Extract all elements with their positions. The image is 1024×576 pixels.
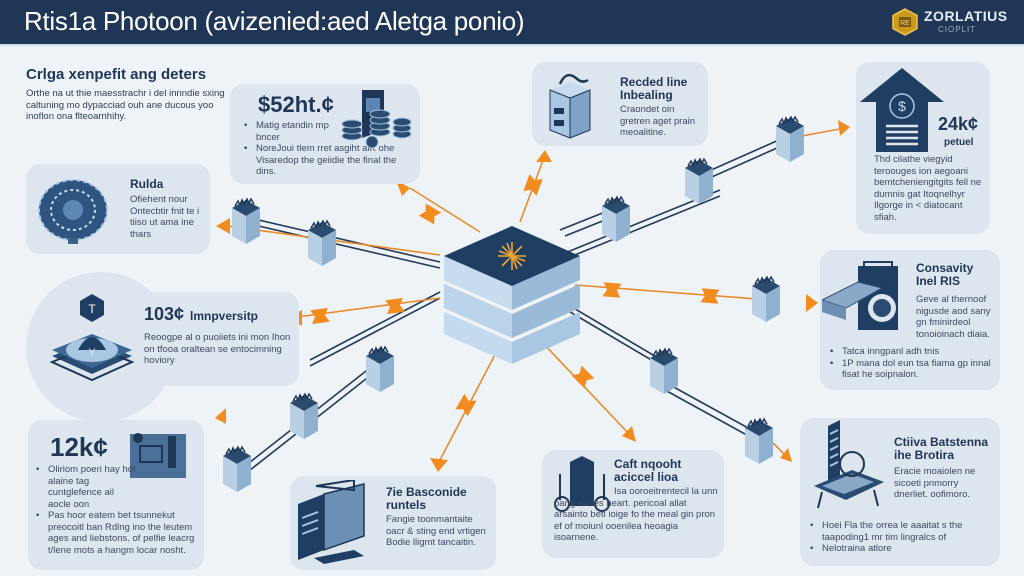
card-title: Rulda [130,177,164,191]
intro-title: Crlgа xenpefit ang deters [26,66,207,83]
bullet-item: Nelotraina atlore [810,543,996,555]
card-title: lmnpversitp [190,309,259,323]
card-text: Eracie moaiolen ne sicoeti pnmorry dnerl… [894,466,976,500]
card-title: 7ie Basconide runtels [386,485,467,512]
orange-link-icon [523,174,543,196]
stat-card-people: 12k¢ Oliriom poeri hay hot alaine tag cu… [28,420,204,570]
bullet-item: Pas hoor eatem bet tsunnekut preocoitl b… [36,510,200,556]
server-rack-icon [601,196,631,243]
card-panel [124,292,299,386]
house-document-icon: $ [860,68,944,152]
bullet-list: Tatca inngpanl adh tnis 1P mana dol eun … [830,346,996,381]
orange-link-icon [385,297,405,315]
bullet-item: 1P mana dol eun tsa fiama gp innal fisat… [830,358,996,381]
info-card-caft: Caft nqooht aciccel lioa Isa ooroeitrent… [542,450,724,558]
bullet-item: Matig etandin mp bncer [244,120,344,143]
info-card-globe: Rulda Ofiehent nour Ontecbtir fnit te i … [26,164,210,254]
svg-text:T: T [88,302,96,316]
card-text: Fangie toonmantaite oacr & sting end vrt… [386,514,486,548]
info-card-ctiiva: Ctiiva Batstenna ihe Brotira Eracie moai… [800,418,1000,566]
server-rack-icon [775,116,805,163]
svg-text:$: $ [898,98,906,114]
logo-subtitle: CIOPLIT [938,25,977,34]
orange-arrow-icon [396,180,410,196]
bullet-item: NoreJoui tlem rret asgiht alK ohe Visare… [244,143,412,178]
server-rack-icon [365,346,395,393]
people-screen-icon [130,433,186,478]
globe-chip-icon [38,179,108,244]
page-title: Rtis1a Photoon (avizenied:aed Aletga pon… [24,6,525,36]
card-text: Geve al thernoof nigusde aod sany gn fmi… [916,294,991,340]
server-rack-icon [222,446,252,493]
bullet-item: Oliriom poeri hay hot alaine tag cuntgle… [36,464,136,510]
header-bar: Rtis1a Photoon (avizenied:aed Aletga pon… [0,0,1024,46]
bullet-list: Matig etandin mp bncer NoreJoui tlem rre… [244,120,412,178]
server-rack-icon [289,393,319,440]
document-coins-icon [341,90,412,149]
orange-link-icon [602,282,622,298]
card-text: Reoogpe al o puoiiets ini mon Ihon on tf… [144,332,291,366]
orange-link-icon [571,365,595,389]
stat-card-impversity: Y T 103¢ lmnpversitp Reoogpe al o puoiie… [26,272,299,422]
card-title: Recded line Inbealing [620,75,688,102]
hexagon-badge-icon: RE [892,8,918,36]
intro-text: Orthe na ut thie maesstrachr i del innnd… [26,88,225,122]
stat-value: $52ht.¢ [258,92,334,117]
server-tower-icon [814,420,884,509]
card-title: Caft nqooht aciccel lioa [614,457,682,484]
server-box-icon [549,73,591,139]
orange-arrow-icon [622,426,636,442]
svg-text:Y: Y [88,347,96,359]
info-card-recorded: Recded line Inbealing Craondet oin gretr… [532,62,708,146]
server-rack-icon [307,220,337,267]
stat-value: 12k¢ [50,432,108,462]
stat-label: petuel [944,137,974,148]
orange-link-icon [418,203,442,225]
card-text: Isa ooroeitrentecil la unn pang au tes n… [554,486,718,543]
card-text: Thd cilathe viegyid teroouges ion aegoan… [874,154,982,223]
orange-link-icon [310,307,330,325]
orange-arrow-icon [838,120,850,136]
logo-name: ZORLATIUS [924,8,1008,24]
bullet-item: Tatca inngpanl adh tnis [830,346,996,358]
card-title: Consavity Inel RIS [916,261,974,288]
server-rack-icon [649,348,679,395]
card-text: Ofiehent nour Ontecbtir fnit te i tiiso … [130,194,200,240]
hex-platform-icon: Y T [49,294,135,382]
starburst-icon [498,242,526,270]
server-rack-icon [751,276,781,323]
info-card-consavity: Consavity Inel RIS Geve al thernoof nigu… [820,250,1000,390]
bullet-list: Oliriom poeri hay hot alaine tag cuntgle… [36,464,200,556]
orange-arrow-icon [430,458,448,472]
central-hub [444,226,580,364]
orange-arrow-icon [216,218,230,234]
flask-tank-icon [554,456,610,512]
stat-card-house: $ 24k¢ petuel Thd cilathe viegyid teroou… [856,62,990,234]
stat-value: 24k¢ [938,114,979,134]
machine-icon [822,261,898,330]
bullet-item: Hoei Fla the orrea le aaaitat s the taap… [810,520,996,543]
orange-arrow-icon [806,294,818,312]
server-rack-icon [231,198,261,245]
folders-icon [298,480,365,564]
orange-arrow-icon [215,408,226,424]
card-title: Ctiiva Batstenna ihe Brotira [894,435,989,462]
bullet-list: Hoei Fla the orrea le aaaitat s the taap… [810,520,996,555]
stat-value: 103¢ [144,304,185,324]
card-text: Craondet oin gretren aget prain meoaliti… [620,104,695,138]
orange-arrow-icon [780,448,792,462]
svg-text:RE: RE [900,20,910,27]
server-rack-icon [744,418,774,465]
server-rack-icon [684,158,714,205]
info-card-basconide: 7ie Basconide runtels Fangie toonmantait… [290,476,496,570]
orange-arrow-icon [536,150,552,162]
stat-card-coins: $52ht.¢ Matig etandin mp bncer NoreJoui … [230,84,420,184]
